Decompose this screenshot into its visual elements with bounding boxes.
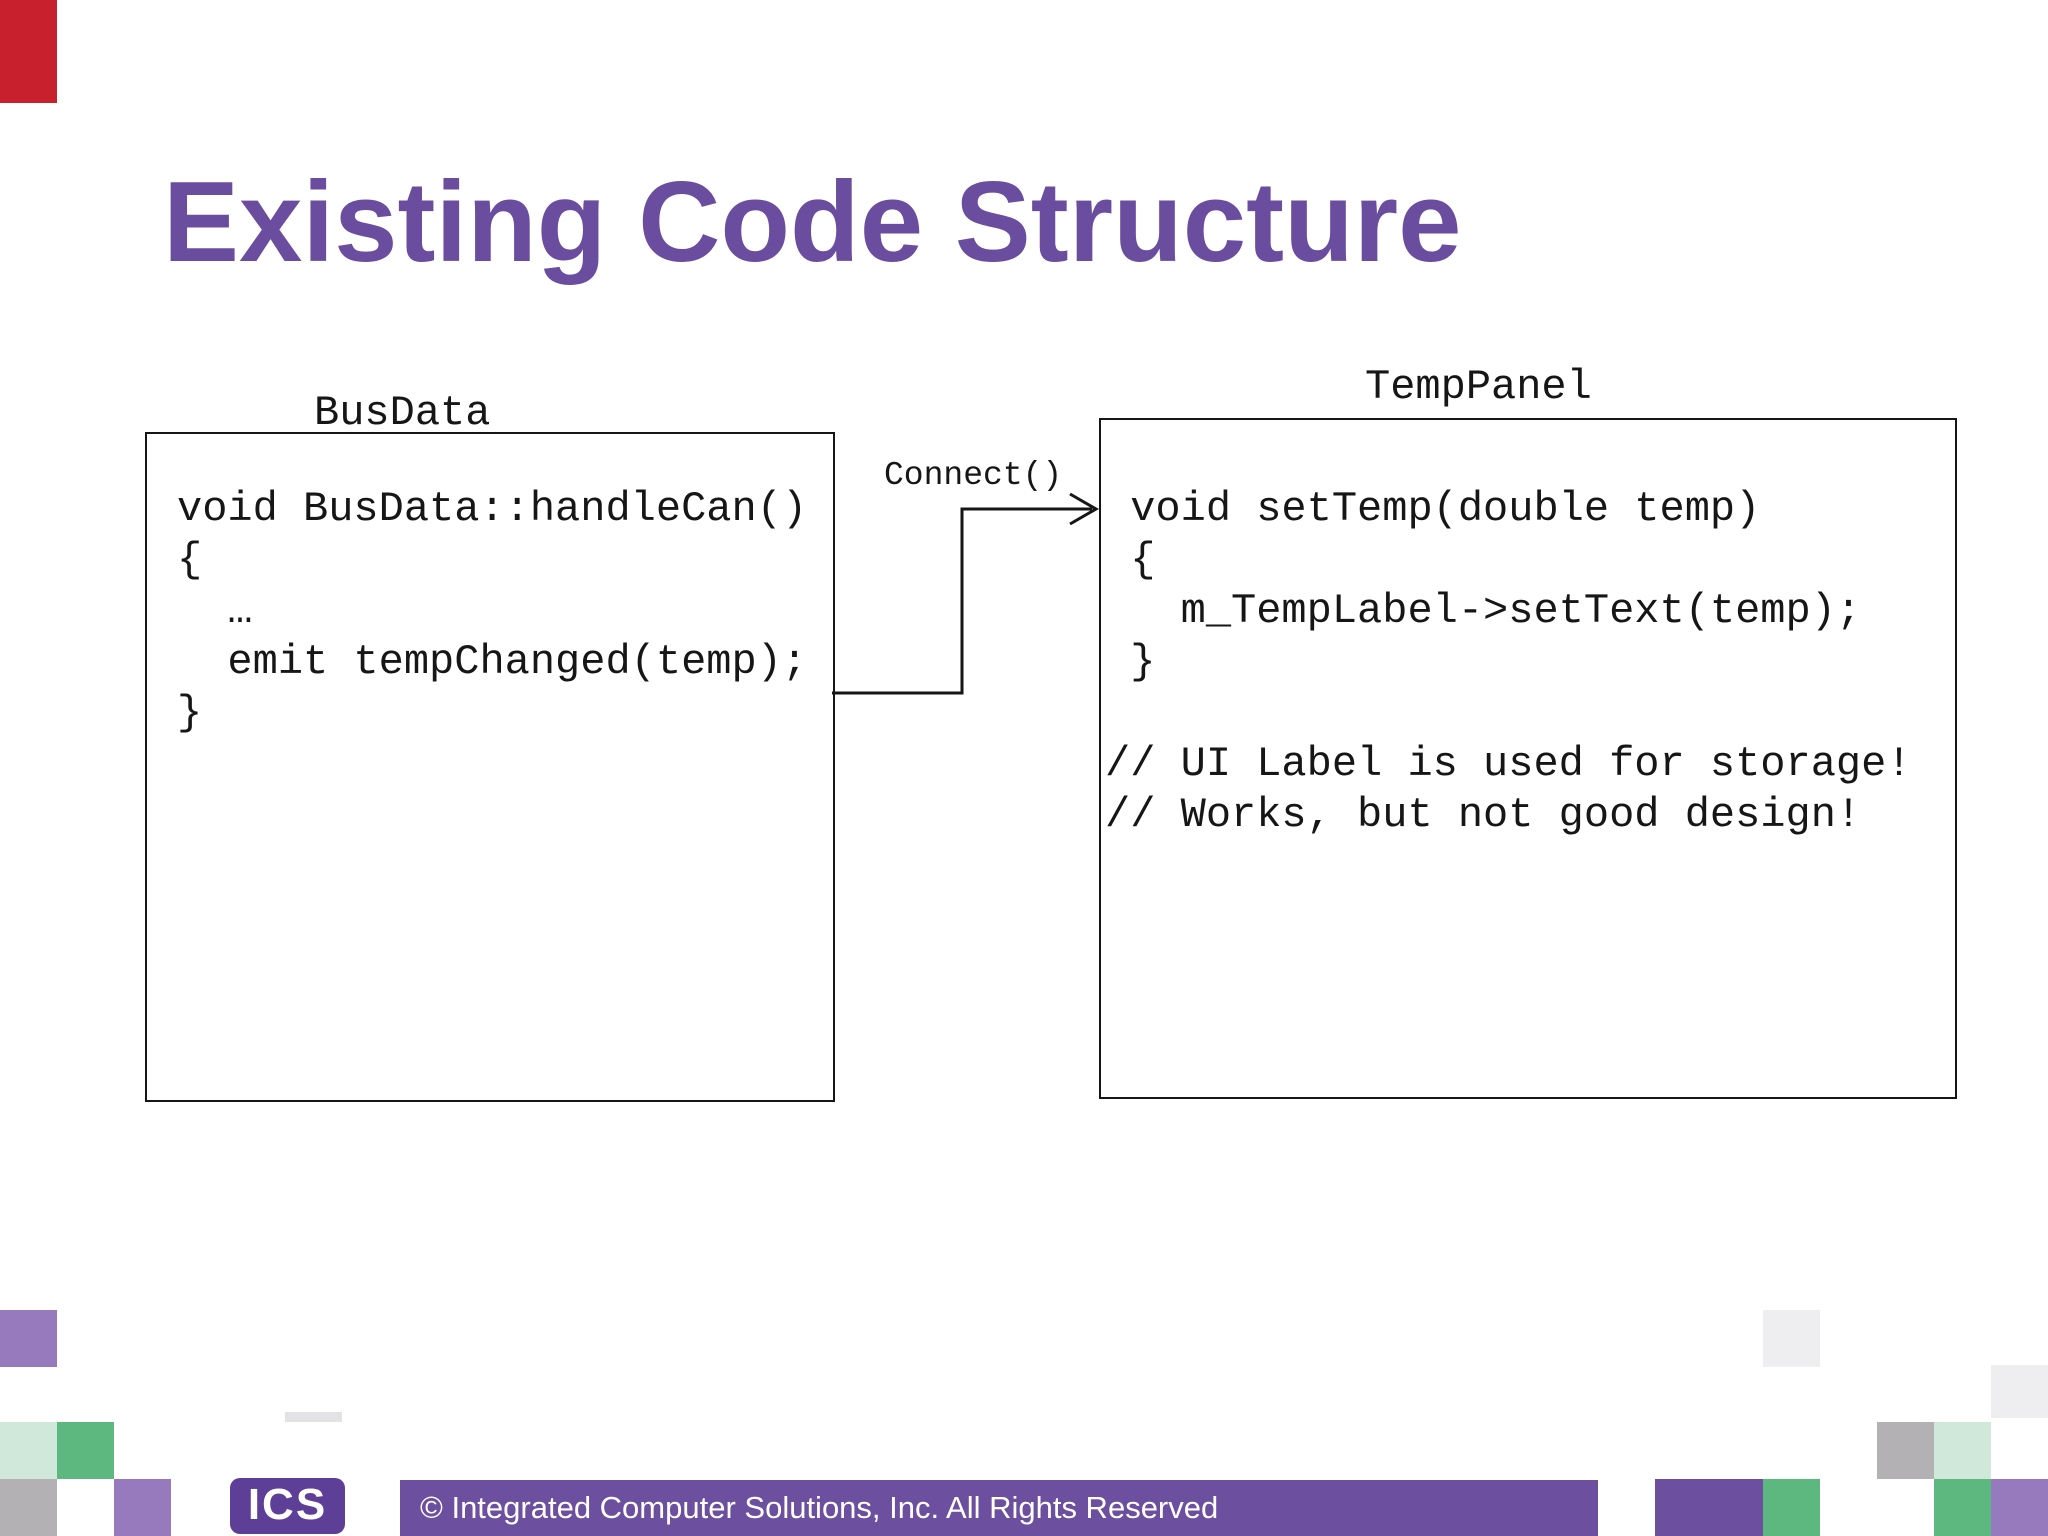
decor-square [57,1422,114,1479]
decor-square [1991,1365,2048,1418]
left-box-label: BusData [314,389,491,437]
decor-square [0,1310,57,1367]
footer-copyright-bar: © Integrated Computer Solutions, Inc. Al… [400,1480,1598,1536]
decor-square [1655,1479,1763,1536]
busdata-code-box: void BusData::handleCan() { … emit tempC… [145,432,835,1102]
decor-square [1877,1422,1934,1479]
connector-arrow [832,492,1100,695]
temppanel-code-box: void setTemp(double temp) { m_TempLabel-… [1099,418,1957,1099]
decor-square [1934,1422,1991,1479]
decor-square [0,1479,57,1536]
page-title: Existing Code Structure [163,159,1462,286]
decor-square [1934,1479,1991,1536]
decor-square [1763,1310,1820,1367]
red-accent-bar [0,0,57,103]
temppanel-code: void setTemp(double temp) { m_TempLabel-… [1105,485,1912,839]
right-box-label: TempPanel [1365,363,1592,411]
decor-square [285,1412,342,1422]
decor-square [114,1479,171,1536]
busdata-code: void BusData::handleCan() { … emit tempC… [177,485,808,737]
ics-logo: ICS [230,1478,345,1534]
decor-square [1991,1479,2048,1536]
connector-label: Connect() [884,457,1063,494]
decor-square [1763,1479,1820,1536]
decor-square [0,1422,57,1479]
